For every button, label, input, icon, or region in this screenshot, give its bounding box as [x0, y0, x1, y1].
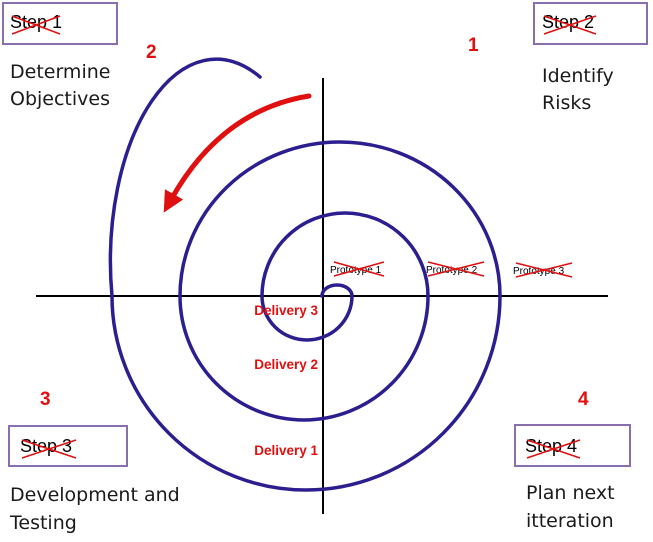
- quadrant-number: 4: [578, 389, 589, 410]
- delivery-label: Delivery 1: [254, 443, 318, 458]
- prototype-1-label: Prototype 1: [330, 261, 385, 277]
- strike-mark: [526, 439, 581, 459]
- quadrant-number: 3: [40, 389, 51, 410]
- phase-label: Risks: [542, 92, 591, 114]
- quadrant-number: 2: [146, 42, 157, 63]
- step-2-box: Step 2: [533, 2, 648, 45]
- direction-arrow: [163, 93, 312, 213]
- strike-mark: [21, 439, 77, 459]
- strike-mark: [427, 261, 485, 277]
- step-4-box: Step 4: [514, 424, 631, 467]
- phase-label: Determine: [10, 61, 110, 83]
- spiral-path: [108, 57, 502, 492]
- step-1-label: Step 1: [10, 12, 62, 32]
- prototype-2-label: Prototype 2: [426, 261, 485, 277]
- quadrant-number: 1: [468, 35, 479, 56]
- strike-mark: [515, 262, 573, 278]
- step-2-label: Step 2: [542, 12, 594, 32]
- strike-mark: [543, 15, 597, 35]
- step-3-label: Step 3: [20, 436, 72, 456]
- phase-label: Plan next: [526, 482, 615, 504]
- step-3-box: Step 3: [8, 425, 128, 467]
- phase-label: Testing: [9, 512, 77, 534]
- prototype-3-label: Prototype 3: [513, 262, 573, 278]
- delivery-label: Delivery 2: [254, 357, 318, 372]
- delivery-label: Delivery 3: [254, 303, 318, 318]
- phase-label: itteration: [526, 510, 614, 532]
- strike-mark: [11, 15, 61, 35]
- phase-label: Identify: [542, 65, 614, 87]
- strike-mark: [333, 261, 385, 277]
- phase-label: Development and: [10, 484, 180, 506]
- step-1-box: Step 1: [2, 2, 118, 45]
- phase-label: Objectives: [10, 88, 110, 110]
- step-4-label: Step 4: [525, 436, 577, 456]
